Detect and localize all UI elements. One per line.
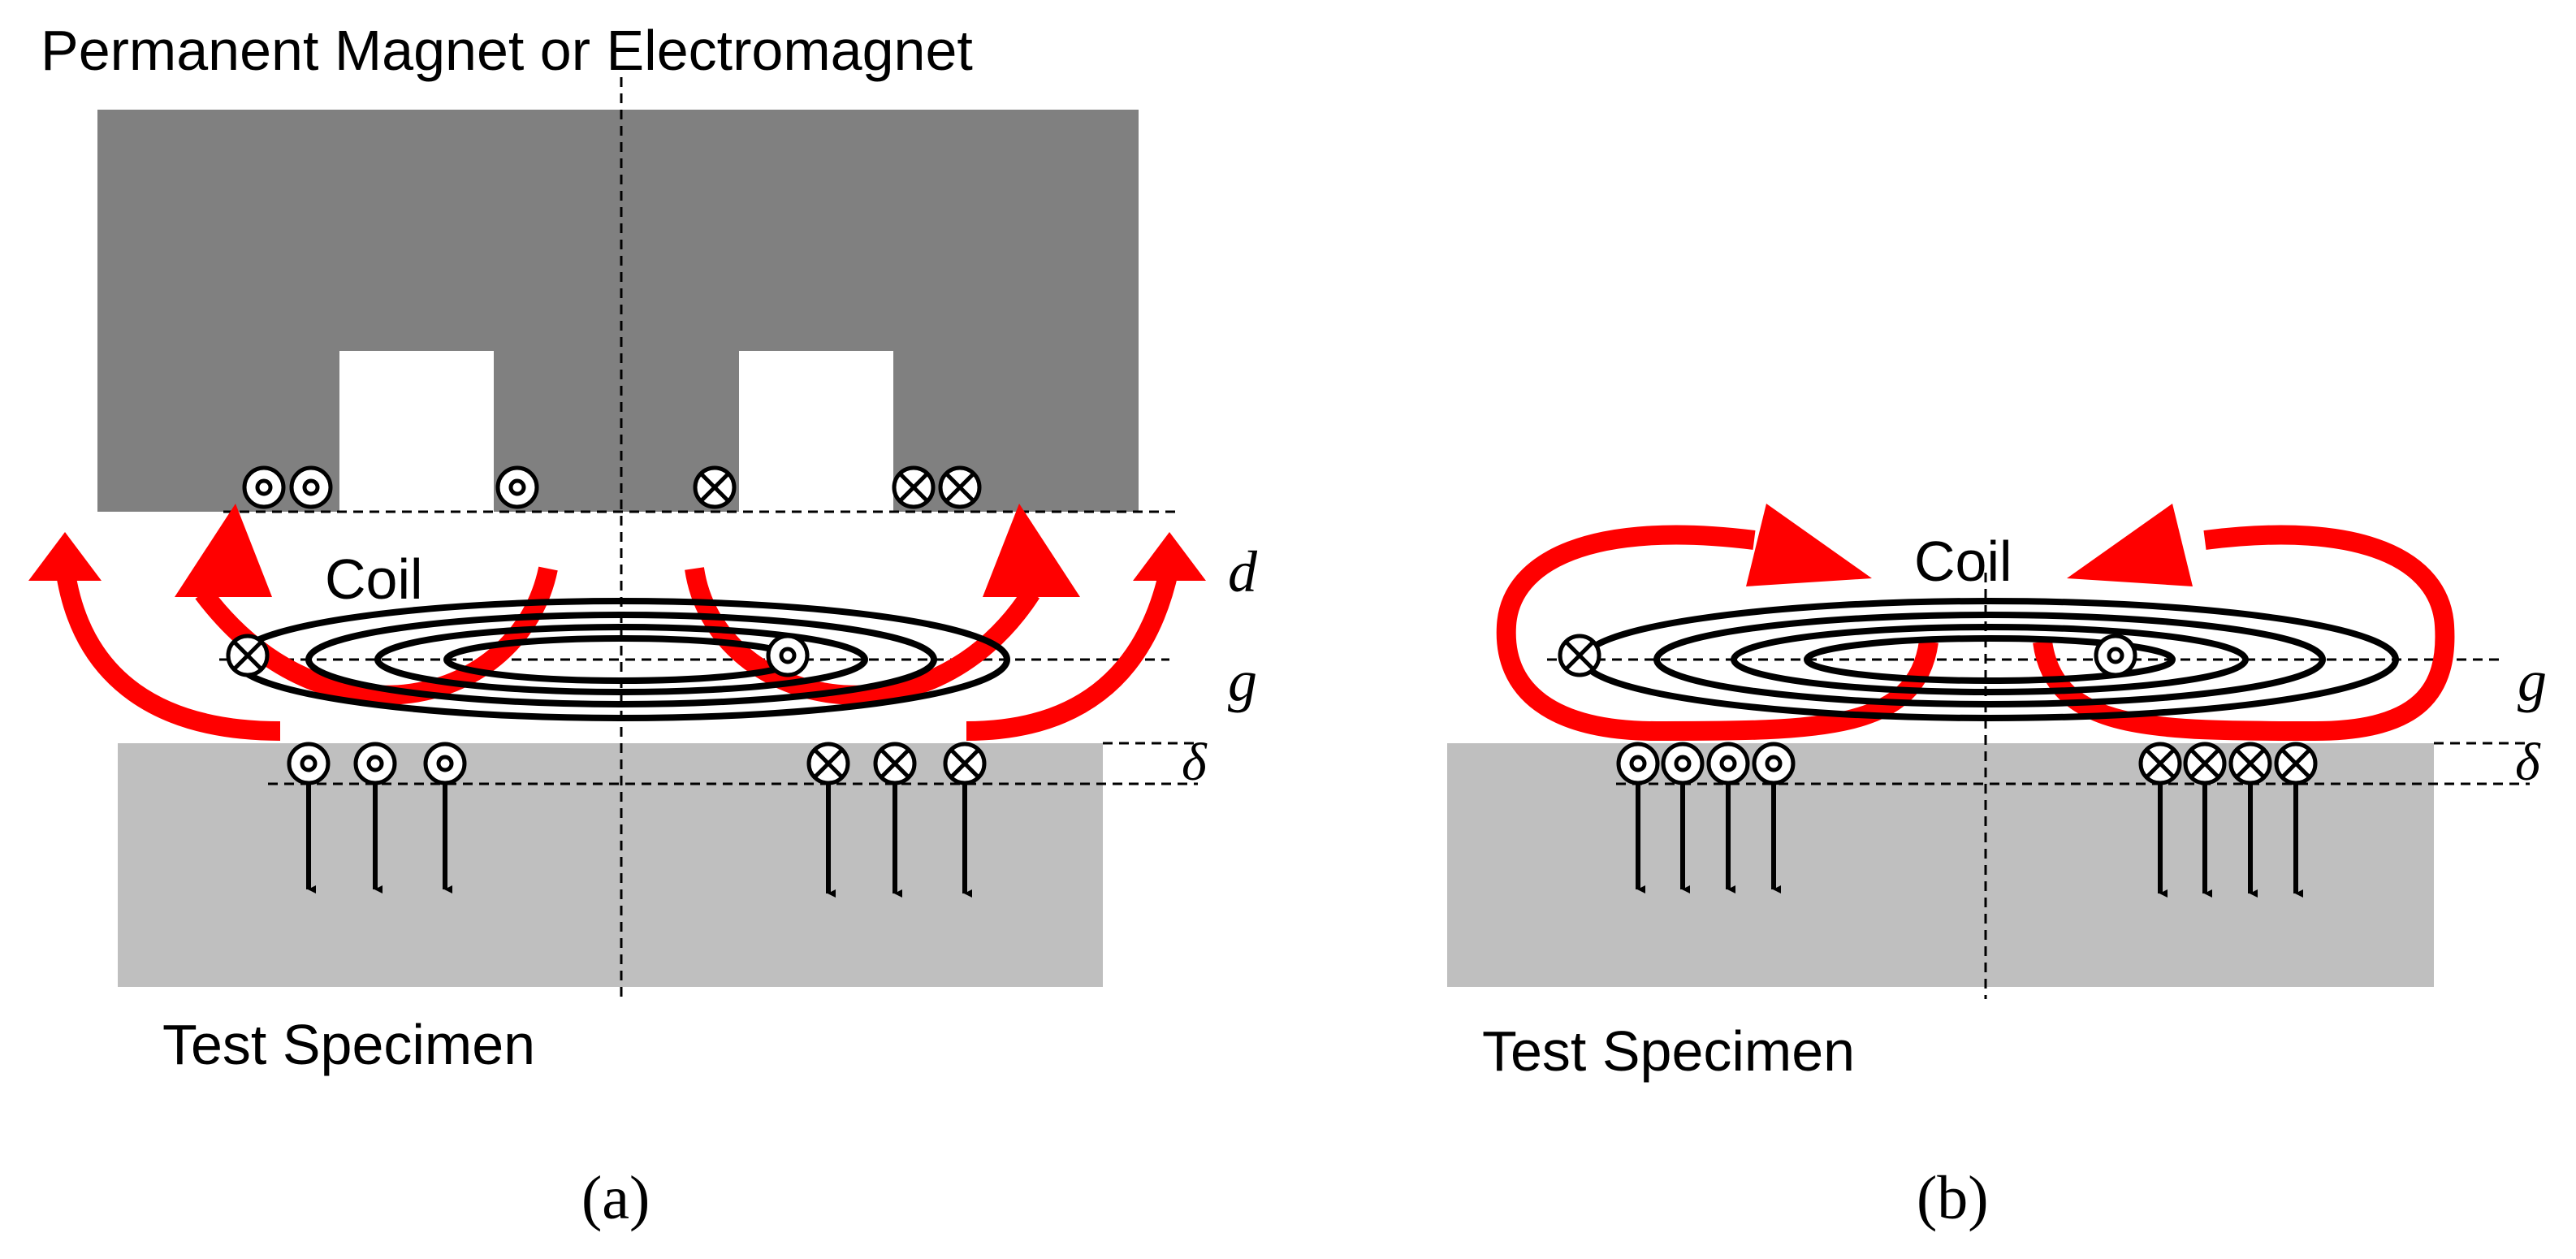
current-into-icon	[695, 468, 734, 507]
coil-label: Coil	[1914, 530, 2012, 593]
magnet-label: Permanent Magnet or Electromagnet	[41, 19, 973, 82]
eddy-current-into-icon	[875, 744, 914, 783]
panel-a: Permanent Magnet or Electromagnet	[28, 19, 1258, 1232]
current-out-icon	[244, 468, 283, 507]
eddy-current-out-icon	[1709, 744, 1748, 783]
eddy-current-into-icon	[2231, 744, 2270, 783]
magnet-body	[97, 110, 1139, 512]
caption-a: (a)	[581, 1164, 650, 1232]
eddy-current-out-icon	[1619, 744, 1658, 783]
caption-b: (b)	[1917, 1164, 1989, 1232]
panel-b: Coil g δ Test Specimen (b)	[1447, 504, 2547, 1232]
force-arrows	[306, 784, 972, 898]
eddy-current-into-icon	[2185, 744, 2224, 783]
coil-label: Coil	[325, 547, 423, 611]
current-into-icon	[940, 468, 979, 507]
coil-current-into-icon	[228, 636, 267, 675]
dimension-g-label: g	[2518, 648, 2547, 713]
dimension-g-label: g	[1228, 648, 1257, 713]
force-arrows	[1636, 784, 2303, 898]
eddy-current-out-icon	[1663, 744, 1702, 783]
dimension-delta-label: δ	[2515, 733, 2541, 792]
eddy-current-out-icon	[1754, 744, 1793, 783]
current-out-icon	[498, 468, 537, 507]
specimen-label: Test Specimen	[1482, 1019, 1855, 1083]
eddy-current-into-icon	[2276, 744, 2315, 783]
coil-current-out-icon	[768, 636, 807, 675]
eddy-current-into-icon	[809, 744, 848, 783]
dimension-d-label: d	[1228, 539, 1258, 604]
eddy-current-out-icon	[289, 744, 328, 783]
eddy-current-into-icon	[2141, 744, 2180, 783]
flux-arrowheads	[28, 504, 1206, 597]
flux-arrowheads	[1746, 504, 2193, 586]
eddy-current-out-icon	[356, 744, 395, 783]
coil-current-out-icon	[2096, 636, 2135, 675]
eddy-current-out-icon	[426, 744, 465, 783]
dimension-delta-label: δ	[1182, 733, 1208, 792]
current-out-icon	[292, 468, 331, 507]
coil-current-into-icon	[1560, 636, 1599, 675]
current-into-icon	[894, 468, 933, 507]
specimen-label: Test Specimen	[162, 1013, 535, 1076]
eddy-current-into-icon	[945, 744, 984, 783]
